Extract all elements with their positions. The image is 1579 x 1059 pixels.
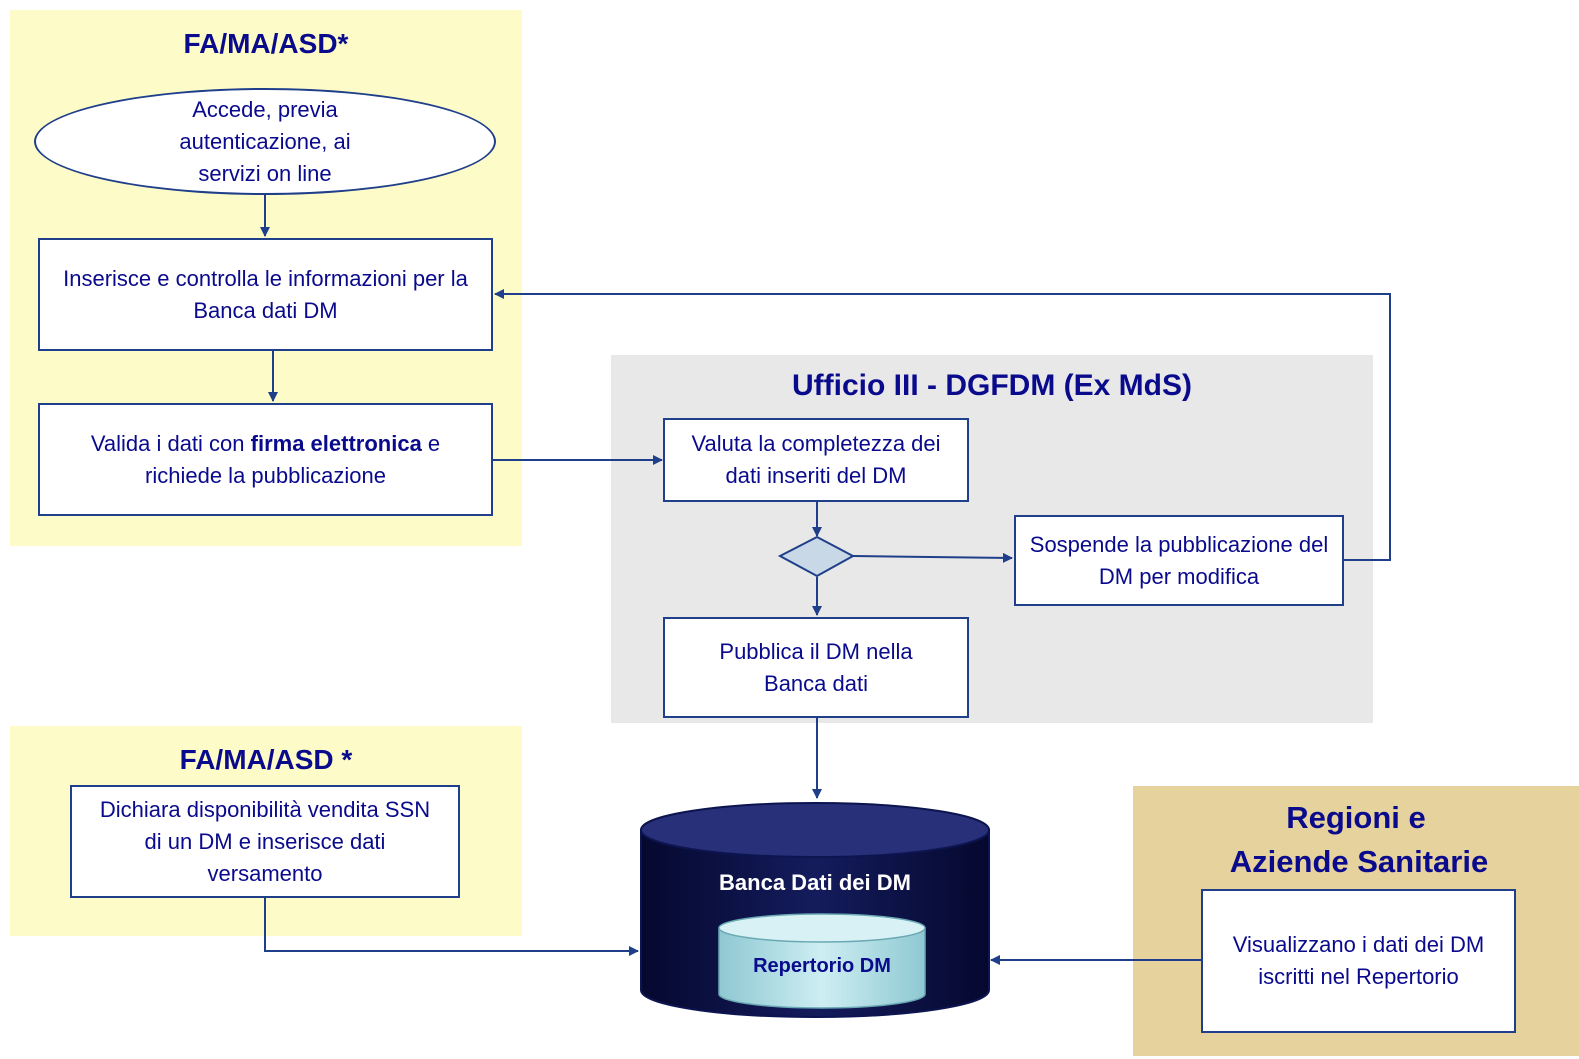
- node-publish: Pubblica il DM nella Banca dati: [663, 617, 969, 718]
- database-cylinder: [640, 802, 990, 1018]
- decision-diamond: [777, 535, 856, 578]
- node-view: Visualizzano i dati dei DM iscritti nel …: [1201, 889, 1516, 1033]
- node-evaluate: Valuta la completezza dei dati inseriti …: [663, 418, 969, 502]
- node-validate-pre: Valida i dati con: [90, 430, 251, 456]
- node-validate-bold: firma elettronica: [250, 430, 422, 456]
- panel-title-regioni-line2: Aziende Sanitarie: [1229, 844, 1489, 879]
- arrow-suspend-to-insert: [494, 289, 1391, 561]
- panel-title-top-left: FA/MA/ASD*: [183, 28, 349, 59]
- node-insert: Inserisce e controlla le informazioni pe…: [38, 238, 493, 351]
- arrow-declare-to-database: [264, 898, 639, 956]
- database-inner-label: Repertorio DM: [753, 955, 891, 977]
- node-validate-post: e richiede la pubblicazione: [145, 430, 441, 488]
- node-suspend: Sospende la pubblicazione del DM per mod…: [1014, 515, 1344, 606]
- panel-title-regioni-line1: Regioni e: [1286, 800, 1426, 835]
- database-outer-label: Banca Dati dei DM: [719, 870, 911, 895]
- node-declare: Dichiara disponibilità vendita SSN di un…: [70, 785, 460, 898]
- node-validate: Valida i dati con firma elettronica e ri…: [38, 403, 493, 516]
- arrow-decision-to-suspend: [852, 552, 1013, 563]
- node-validate-text: Valida i dati con firma elettronica e ri…: [56, 428, 475, 492]
- node-access: Accede, previa autenticazione, ai serviz…: [34, 88, 496, 195]
- panel-title-ufficio: Ufficio III - DGFDM (Ex MdS): [792, 369, 1192, 402]
- panel-title-bottom-left: FA/MA/ASD *: [179, 744, 353, 775]
